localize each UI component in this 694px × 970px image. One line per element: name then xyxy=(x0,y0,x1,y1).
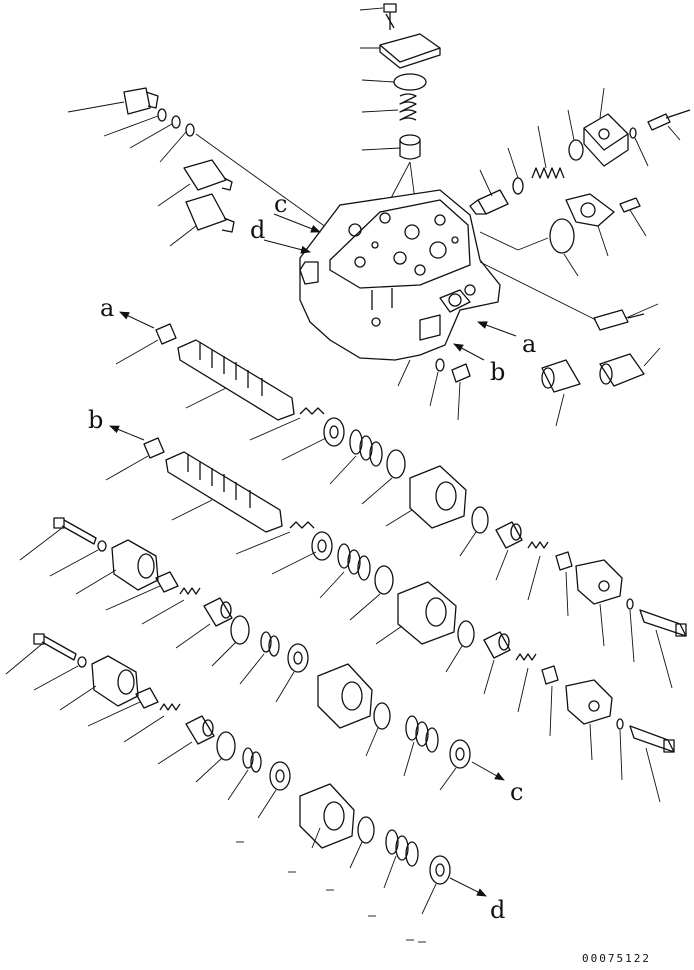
spool-b-case-o-ring xyxy=(445,620,475,673)
spool-a-case xyxy=(385,465,467,529)
spool-b xyxy=(165,451,283,533)
label-b-right: b xyxy=(490,358,505,386)
row1-right-spring xyxy=(527,541,549,601)
label-a-right: a xyxy=(522,330,536,358)
right-small-bolt xyxy=(619,197,647,237)
arrow-c-upper xyxy=(273,213,321,233)
right-mount-plate xyxy=(565,193,615,257)
row2-left-spring xyxy=(123,703,181,743)
arrow-b-right xyxy=(453,343,485,361)
row1-left-bolt xyxy=(19,517,97,561)
upper-solenoid-spool xyxy=(157,159,233,207)
row1-left-sleeve xyxy=(175,597,233,649)
right-check-poppet xyxy=(469,169,509,215)
spool-b-cap xyxy=(105,437,165,481)
label-d-upper: d xyxy=(250,216,265,244)
row-d-springs xyxy=(383,829,419,889)
row2-right-spring xyxy=(515,653,537,713)
right-washer xyxy=(629,127,649,167)
row1-left-piston xyxy=(105,571,179,611)
spool-a-cap xyxy=(115,323,177,365)
row2-left-o-ring xyxy=(195,731,236,783)
sensor-plug xyxy=(479,261,659,331)
arrow-a-right xyxy=(477,321,517,337)
spool-b-o-ring xyxy=(349,565,394,621)
body-small-plug xyxy=(451,363,471,421)
spool-b-retainer xyxy=(271,531,333,575)
spool-a-spring-seat xyxy=(249,407,325,441)
arrow-a-left xyxy=(119,311,155,329)
right-o-ring-small xyxy=(507,147,524,195)
top-bolt xyxy=(359,3,397,30)
row2-right-washer xyxy=(616,718,624,781)
top-o-ring xyxy=(361,73,427,91)
right-o-ring-large xyxy=(567,109,584,161)
spool-b-case xyxy=(375,581,457,645)
label-c-lower: c xyxy=(510,778,523,806)
label-c-upper: c xyxy=(274,190,287,218)
spool-a-o-ring xyxy=(361,449,406,505)
row-c-o-ring xyxy=(365,702,391,757)
tick-marks xyxy=(236,841,426,943)
right-oring-lower xyxy=(479,218,579,277)
row-c-case xyxy=(317,663,373,729)
spool-a-retainer xyxy=(281,417,345,461)
row-d-o-ring xyxy=(349,816,375,869)
row2-left-sleeve xyxy=(157,715,215,765)
spool-a xyxy=(177,339,295,421)
spool-b-spring-seat xyxy=(235,521,315,555)
row1-left-spring xyxy=(141,587,201,625)
arrow-c-lower xyxy=(471,761,505,781)
spool-b-springs xyxy=(319,543,371,599)
row2-right-cap xyxy=(565,679,613,761)
spool-a-springs xyxy=(329,429,383,485)
row1-left-washer xyxy=(49,540,107,577)
row1-right-piston xyxy=(495,521,523,581)
relief-valve-cartridge xyxy=(67,87,159,115)
top-plug xyxy=(361,134,421,201)
label-d-lower: d xyxy=(490,896,505,924)
row-c-retainer xyxy=(439,739,471,791)
row2-right-plug xyxy=(541,665,559,737)
spool-a-case-o-ring xyxy=(459,506,489,557)
row2-right-bolt xyxy=(629,725,675,803)
right-solenoid xyxy=(599,347,661,387)
drawing-code: 00075122 xyxy=(582,952,651,965)
row-d-retainer xyxy=(421,855,451,915)
row2-left-bolt xyxy=(5,633,77,675)
right-flange-cover xyxy=(583,87,629,167)
label-a-left: a xyxy=(100,294,114,322)
arrow-d-upper xyxy=(263,239,311,254)
row1-right-cap xyxy=(575,559,623,647)
row2-left-retainer xyxy=(257,761,291,819)
row1-right-plug xyxy=(555,551,573,617)
body-lead-line xyxy=(397,359,411,387)
row1-left-springs xyxy=(239,631,280,685)
top-cover-plate xyxy=(360,33,441,69)
row1-left-o-ring xyxy=(211,615,250,667)
row1-left-flange xyxy=(75,539,159,595)
arrow-d-lower xyxy=(449,877,487,897)
row2-left-washer xyxy=(33,656,87,691)
row1-right-bolt xyxy=(639,609,687,689)
lower-solenoid-spool xyxy=(169,193,235,247)
row2-left-flange xyxy=(59,655,139,711)
row-d-case xyxy=(299,783,355,849)
body-small-ring xyxy=(429,358,445,407)
main-valve-body xyxy=(299,189,501,361)
label-b-left: b xyxy=(88,406,103,434)
relief-o-rings xyxy=(103,108,331,231)
row-c-springs xyxy=(403,715,439,777)
arrow-b-left xyxy=(109,425,145,441)
row1-right-washer xyxy=(626,598,635,663)
row1-left-retainer xyxy=(275,643,309,703)
center-solenoid xyxy=(541,359,581,427)
row2-right-piston xyxy=(483,631,511,695)
row2-left-piston xyxy=(87,687,159,727)
right-spring xyxy=(531,125,565,179)
row2-left-springs xyxy=(227,747,262,801)
top-spring xyxy=(361,93,417,121)
right-cover-bolt xyxy=(647,109,691,141)
